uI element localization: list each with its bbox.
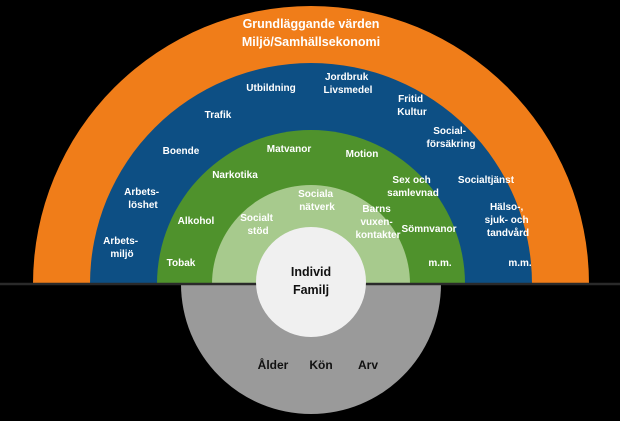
center-line2: Familj: [293, 283, 329, 297]
label-matvanor: Matvanor: [267, 144, 312, 155]
label-green-mm: m.m.: [428, 258, 452, 269]
label-motion: Motion: [346, 149, 379, 160]
outer-title-line1: Grundläggande värden: [243, 17, 380, 31]
center-line1: Individ: [291, 265, 331, 279]
label-arbetsmiljo: Arbets- miljö: [103, 236, 141, 260]
label-tobak: Tobak: [167, 258, 196, 269]
label-boende: Boende: [163, 146, 200, 157]
label-alder: Ålder: [258, 357, 289, 372]
label-socialforsakring: Social- försäkring: [427, 126, 476, 150]
label-socialt-stod: Socialt stöd: [240, 213, 276, 237]
label-barns: Barns vuxen- kontakter: [355, 204, 400, 241]
label-trafik: Trafik: [205, 110, 232, 121]
label-halso: Hälso-, sjuk- och tandvård: [485, 202, 532, 239]
label-arbetsloshet: Arbets- löshet: [124, 187, 162, 211]
label-sex: Sex och samlevnad: [387, 175, 439, 199]
label-blue-mm: m.m.: [508, 258, 532, 269]
label-socialtjanst: Socialtjänst: [458, 175, 515, 186]
outer-title-line2: Miljö/Samhällsekonomi: [242, 35, 380, 49]
label-jordbruk: Jordbruk Livsmedel: [324, 72, 373, 96]
label-sociala-natverk: Sociala nätverk: [298, 189, 336, 213]
bottom-gray-half: [181, 284, 441, 414]
label-kon: Kön: [309, 358, 332, 372]
label-narkotika: Narkotika: [212, 170, 258, 181]
label-fritid: Fritid Kultur: [397, 94, 427, 118]
label-utbildning: Utbildning: [246, 83, 295, 94]
label-arv: Arv: [358, 358, 378, 372]
center-circle: [256, 227, 366, 337]
label-alkohol: Alkohol: [178, 216, 215, 227]
label-somnvanor: Sömnvanor: [401, 224, 456, 235]
